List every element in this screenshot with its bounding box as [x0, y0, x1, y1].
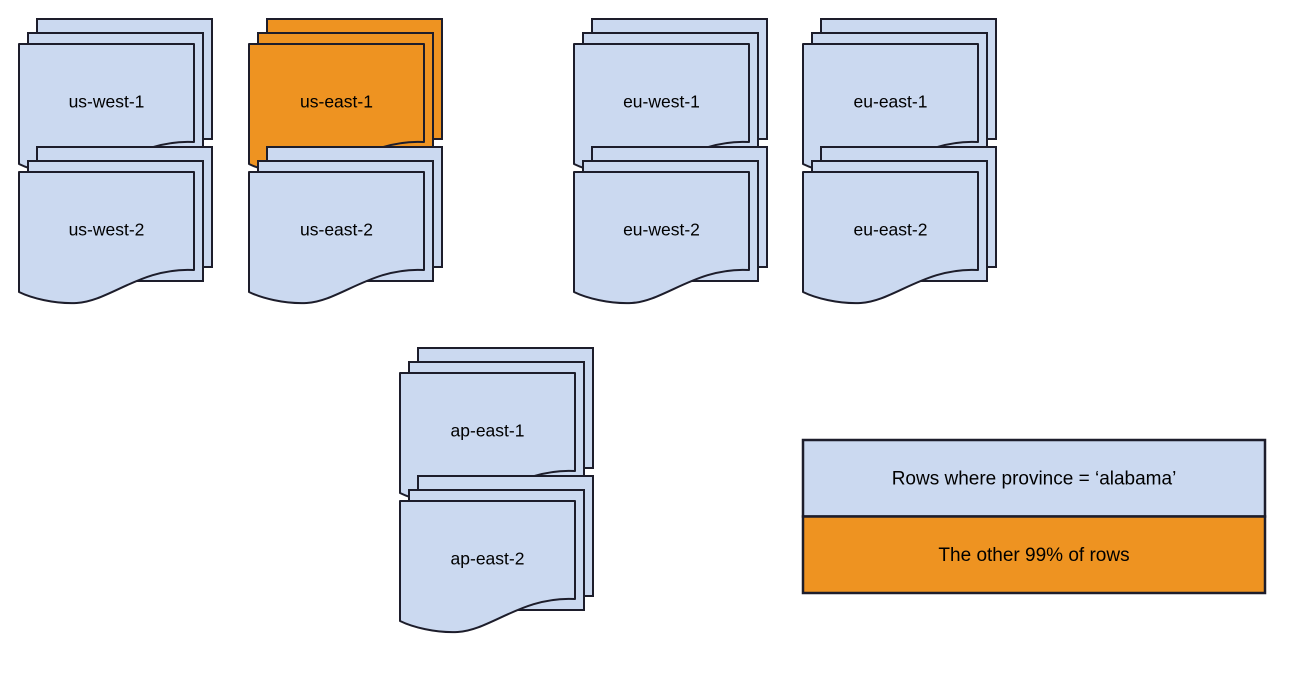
document-stack-us-east-2[interactable]: us-east-2	[248, 146, 443, 305]
stack-label-eu-west-1: eu-west-1	[623, 92, 700, 112]
stack-label-eu-east-1: eu-east-1	[854, 92, 928, 112]
stack-label-ap-east-2: ap-east-2	[451, 549, 525, 569]
document-stack-us-east-1[interactable]: us-east-1	[248, 18, 443, 177]
document-sheet-front	[802, 171, 979, 305]
document-stack-eu-east-2[interactable]: eu-east-2	[802, 146, 997, 305]
stack-label-ap-east-1: ap-east-1	[451, 421, 525, 441]
document-stack-eu-west-1[interactable]: eu-west-1	[573, 18, 768, 177]
document-sheet-front	[18, 171, 195, 305]
stack-group: us-west-1 us-east-1 eu-west-1 eu-east-1 us-w…	[18, 18, 997, 634]
stack-label-eu-east-2: eu-east-2	[854, 220, 928, 240]
stack-label-us-east-1: us-east-1	[300, 92, 373, 112]
document-stack-ap-east-2[interactable]: ap-east-2	[399, 475, 594, 634]
stack-label-eu-west-2: eu-west-2	[623, 220, 700, 240]
legend-normal-label: Rows where province = ‘alabama’	[892, 468, 1177, 489]
document-sheet-front	[399, 500, 576, 634]
document-sheet-front	[248, 171, 425, 305]
legend-normal-swatch	[801, 438, 1267, 518]
document-stack-eu-west-2[interactable]: eu-west-2	[573, 146, 768, 305]
document-stack-us-west-2[interactable]: us-west-2	[18, 146, 213, 305]
legend-highlight: The other 99% of rows	[801, 515, 1267, 595]
legend-normal: Rows where province = ‘alabama’	[801, 438, 1267, 518]
stack-label-us-west-1: us-west-1	[69, 92, 145, 112]
stack-label-us-west-2: us-west-2	[69, 220, 145, 240]
document-sheet-front	[573, 171, 750, 305]
legend-highlight-label: The other 99% of rows	[938, 545, 1129, 566]
legend-highlight-swatch	[801, 515, 1267, 595]
document-stack-ap-east-1[interactable]: ap-east-1	[399, 347, 594, 506]
stack-label-us-east-2: us-east-2	[300, 220, 373, 240]
legend: Rows where province = ‘alabama’ The other…	[801, 438, 1267, 595]
document-stack-eu-east-1[interactable]: eu-east-1	[802, 18, 997, 177]
